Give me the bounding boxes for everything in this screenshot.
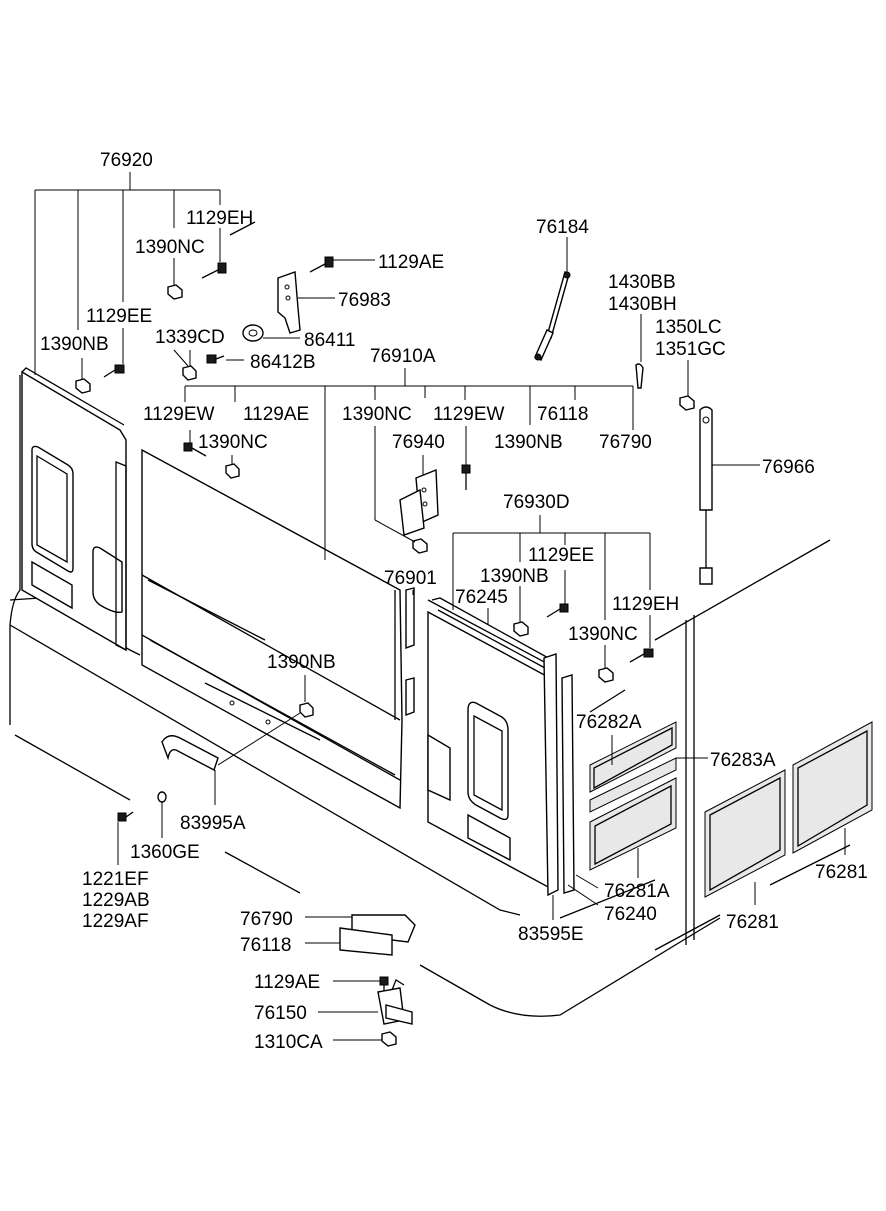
label-1129EW: 1129EW [143,404,215,425]
label-76966: 76966 [762,457,815,478]
label-76930D: 76930D [503,492,570,513]
left-rear-door [21,367,127,652]
label-1129AE-c: 1129AE [254,972,320,993]
weatherstrip-parts [405,587,575,897]
label-76983: 76983 [338,290,391,311]
label-76910A: 76910A [370,346,436,367]
label-76281A: 76281A [604,881,670,902]
label-76940: 76940 [392,432,445,453]
label-76184: 76184 [536,217,589,238]
label-1390NB-c: 1390NB [480,566,549,587]
leader-lines [34,172,846,1041]
label-76281-a: 76281 [815,862,868,883]
label-1390NC-c: 1390NC [342,404,412,425]
label-76240: 76240 [604,904,657,925]
label-1390NB: 1390NB [40,334,109,355]
label-1390NC: 1390NC [135,237,205,258]
label-83995A: 83995A [180,813,246,834]
label-76790-b: 76790 [240,909,293,930]
label-76283A: 76283A [710,750,776,771]
hardware-parts [75,256,713,1047]
label-1129EE: 1129EE [86,306,152,327]
label-1360GE: 1360GE [130,842,200,863]
label-1390NB-d: 1390NB [267,652,336,673]
label-76118: 76118 [537,404,588,425]
label-1390NC-d: 1390NC [568,624,638,645]
label-86412B: 86412B [250,352,316,373]
label-76282A: 76282A [576,712,642,733]
label-1129EH-b: 1129EH [612,594,679,615]
label-1229AF: 1229AF [82,911,149,932]
label-1339CD: 1339CD [155,327,225,348]
label-76150: 76150 [254,1003,307,1024]
label-1390NB-b: 1390NB [494,432,563,453]
label-1310CA: 1310CA [254,1032,323,1053]
label-1430BH: 1430BH [608,294,677,315]
vehicle-body-outline [9,221,851,1017]
label-1390NC-b: 1390NC [198,432,268,453]
label-1129EH: 1129EH [186,208,253,229]
center-panel [141,448,403,810]
label-1129AE-b: 1129AE [243,404,309,425]
label-76118-b: 76118 [240,935,291,956]
right-rear-door [427,597,553,890]
decal-parts [589,721,873,898]
label-1350LC: 1350LC [655,317,722,338]
label-83595E: 83595E [518,924,584,945]
label-76245: 76245 [455,587,508,608]
label-76790: 76790 [599,432,652,453]
label-1221EF: 1221EF [82,869,149,890]
label-86411: 86411 [304,330,355,351]
part-labels: 76920 1129EH 1390NC 1129EE 1390NB 1339CD… [40,150,868,1053]
label-76920: 76920 [100,150,153,171]
label-1129EE-b: 1129EE [528,545,594,566]
label-1351GC: 1351GC [655,339,726,360]
label-76901: 76901 [384,568,437,589]
label-1229AB: 1229AB [82,890,150,911]
label-1430BB: 1430BB [608,272,676,293]
label-1129EW-b: 1129EW [433,404,505,425]
label-76281-b: 76281 [726,912,779,933]
label-1129AE: 1129AE [378,252,444,273]
